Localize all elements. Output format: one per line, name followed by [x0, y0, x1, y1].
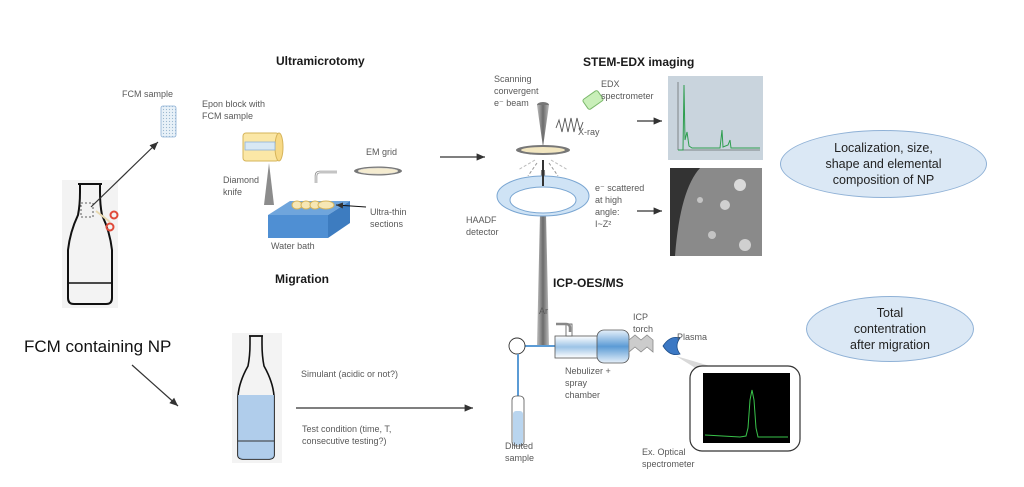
optical-spectrometer-label: Ex. Optical spectrometer: [642, 446, 695, 470]
xray-wave-icon: [555, 117, 584, 133]
icp-outcome-line2: contentration: [853, 322, 927, 336]
icp-torch-label: ICP torch: [633, 311, 653, 335]
ultramicrotomy-title: Ultramicrotomy: [276, 54, 365, 68]
haadf-detector-icon: [496, 159, 590, 217]
ultra-thin-label-line2: sections: [370, 219, 404, 229]
plasma-label: Plasma: [677, 332, 708, 342]
haadf-label: HAADF detector: [466, 214, 499, 238]
argon-label: Ar: [539, 306, 548, 316]
haadf-image: [670, 168, 762, 256]
em-grid-label: EM grid: [366, 147, 398, 157]
epon-block-label-line1: Epon block with: [202, 99, 266, 109]
nebulizer-label-line3: chamber: [565, 390, 601, 400]
test-condition-label-line1: Test condition (time, T,: [302, 424, 392, 434]
ultra-thin-label: Ultra-thin sections: [370, 206, 407, 230]
arrow-to-sections: [335, 202, 367, 209]
fcm-containing-np-label: FCM containing NP: [24, 337, 172, 356]
scanning-beam-label: Scanning convergent e⁻ beam: [494, 73, 539, 109]
nebulizer-label-line1: Nebulizer +: [565, 366, 611, 376]
diamond-knife-icon: [264, 163, 274, 205]
icp-torch-label-line2: torch: [633, 324, 654, 334]
water-bath-icon: [268, 200, 350, 238]
icp-outcome-ellipse: Total contentration after migration: [806, 296, 974, 362]
em-grid-icon: [354, 166, 402, 176]
arrow-to-migration: [131, 364, 179, 407]
water-bath-label: Water bath: [271, 241, 315, 251]
test-condition-label: Test condition (time, T, consecutive tes…: [302, 423, 391, 447]
optical-spectrometer-label-line1: Ex. Optical: [642, 447, 686, 457]
epon-block-label: Epon block with FCM sample: [202, 98, 265, 122]
test-condition-label-line2: consecutive testing?): [302, 436, 387, 446]
edx-label-line2: spectrometer: [601, 91, 654, 101]
transfer-arrow-icon: [314, 170, 337, 183]
migration-bottle-icon: [232, 333, 282, 463]
epon-block-label-line2: FCM sample: [202, 111, 254, 121]
haadf-label-line1: HAADF: [466, 215, 497, 225]
stem-outcome-line1: Localization, size,: [834, 141, 933, 155]
scanning-beam-label-line3: e⁻ beam: [494, 98, 529, 108]
scattered-label-line4: I~Z²: [595, 219, 612, 229]
icp-torch-label-line1: ICP: [633, 312, 649, 322]
stem-outcome-line2: shape and elemental: [825, 157, 942, 171]
icp-title: ICP-OES/MS: [553, 276, 624, 290]
simulant-label: Simulant (acidic or not?): [301, 369, 399, 379]
fcm-sample-label: FCM sample: [122, 89, 174, 99]
migration-title: Migration: [275, 272, 329, 286]
plasma-icon: [662, 336, 681, 356]
icp-apparatus-icon: [508, 323, 654, 447]
diamond-knife-label-line2: knife: [223, 187, 243, 197]
stem-outcome-ellipse: Localization, size, shape and elemental …: [780, 130, 987, 198]
scattered-label-line2: at high: [595, 195, 623, 205]
stem-outcome-line3: composition of NP: [832, 173, 935, 187]
argon-flow-arrow-icon: [556, 322, 572, 332]
arrow-to-fcm-sample: [90, 141, 159, 208]
edx-spectrometer-icon: [582, 90, 604, 110]
edx-spectrum-image: [668, 76, 763, 160]
fcm-sample-icon: [160, 105, 177, 138]
fcm-bottle-icon: [62, 180, 118, 308]
scanning-beam-label-line2: convergent: [494, 86, 539, 96]
scattered-label: e⁻ scattered at high angle: I~Z²: [595, 182, 644, 230]
scattered-label-line3: angle:: [595, 207, 620, 217]
optical-spectrometer-label-line2: spectrometer: [642, 459, 695, 469]
diluted-sample-label: Diluted sample: [505, 440, 534, 464]
edx-label-line1: EDX: [601, 79, 620, 89]
diluted-sample-label-line1: Diluted: [505, 441, 534, 451]
diamond-knife-label-line1: Diamond: [223, 175, 260, 185]
nebulizer-label-line2: spray: [565, 378, 588, 388]
scissors-icon: [95, 210, 119, 232]
xray-label: X-ray: [578, 127, 600, 137]
diamond-knife-label: Diamond knife: [223, 174, 259, 198]
stem-edx-title: STEM-EDX imaging: [583, 55, 695, 69]
ultra-thin-label-line1: Ultra-thin: [370, 207, 407, 217]
haadf-label-line2: detector: [466, 227, 499, 237]
edx-label: EDX spectrometer: [601, 78, 654, 102]
optical-spectrum-image: [689, 365, 801, 452]
nebulizer-label: Nebulizer + spray chamber: [565, 365, 611, 401]
scattered-label-line1: e⁻ scattered: [595, 183, 645, 193]
scanning-beam-label-line1: Scanning: [494, 74, 532, 84]
diluted-sample-label-line2: sample: [505, 453, 535, 463]
icp-outcome-line1: Total: [876, 306, 904, 320]
icp-outcome-line3: after migration: [850, 338, 930, 352]
epon-block-icon: [242, 132, 284, 162]
